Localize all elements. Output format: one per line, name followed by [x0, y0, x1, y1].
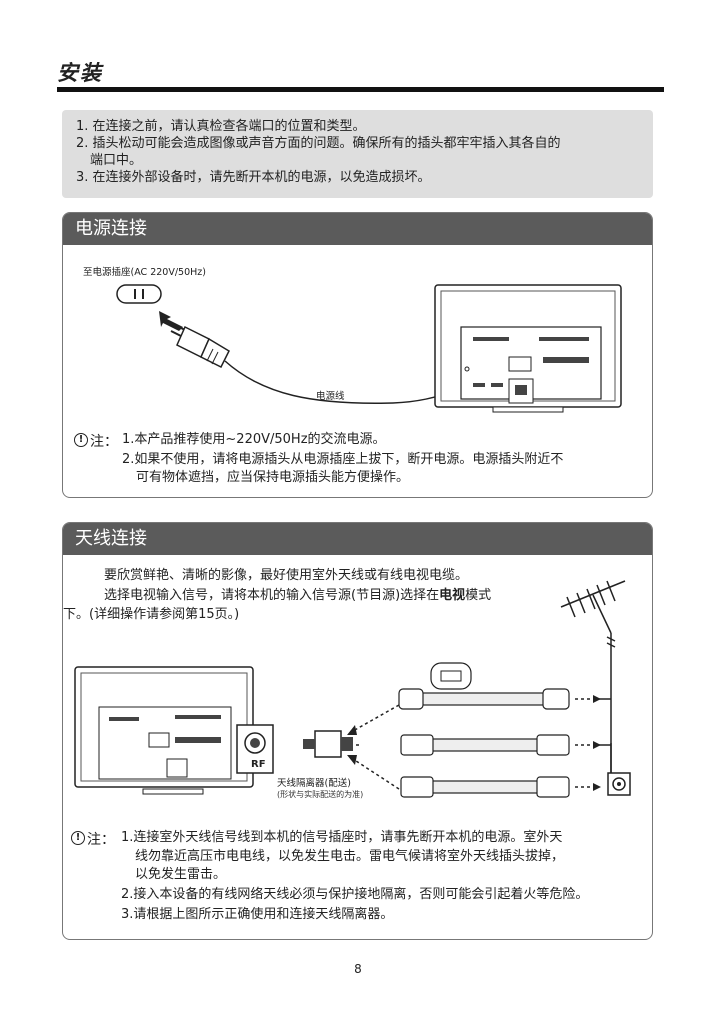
warning-icon: ! [71, 831, 85, 845]
isolator-note: (形状与实际配送的为准) [277, 790, 364, 799]
antenna-intro-3: 下。(详细操作请参阅第15页。) [63, 607, 240, 622]
notice-box: 1. 在连接之前，请认真检查各端口的位置和类型。 2. 插头松动可能会造成图像或… [62, 110, 653, 198]
antenna-cable-coax-1 [400, 734, 570, 756]
power-plug-icon [170, 324, 230, 369]
antenna-connection-section: 天线连接 要欣赏鲜艳、清晰的影像，最好使用室外天线或有线电视电缆。 选择电视输入… [62, 522, 653, 940]
warning-icon: ! [74, 433, 88, 447]
tv-rear-rf-icon [74, 666, 254, 795]
page-title: 安装 [57, 60, 103, 85]
antenna-note-5: 3.请根据上图所示正确使用和连接天线隔离器。 [121, 907, 394, 922]
antenna-intro-1: 要欣赏鲜艳、清晰的影像，最好使用室外天线或有线电视电缆。 [104, 568, 469, 583]
notice-line-3: 端口中。 [90, 153, 143, 168]
adapter-inset-icon [430, 662, 472, 690]
power-section-heading: 电源连接 [63, 213, 652, 245]
rf-label: RF [251, 759, 266, 770]
notice-line-4: 3. 在连接外部设备时，请先断开本机的电源，以免造成损坏。 [76, 170, 431, 185]
antenna-connection-diagram [74, 580, 631, 798]
outlet-label: 至电源插座(AC 220V/50Hz) [83, 267, 206, 278]
antenna-note-label: 注： [87, 832, 115, 848]
antenna-intro-2: 选择电视输入信号，请将本机的输入信号源(节目源)选择在电视模式 [104, 588, 492, 603]
power-connection-section: 电源连接 至电源插座(AC 220V/50Hz) [62, 212, 653, 498]
outdoor-antenna-icon [560, 580, 626, 787]
power-note-3: 可有物体遮挡，应当保持电源插头能方便操作。 [136, 470, 410, 485]
page-number: 8 [354, 962, 362, 976]
power-note-label: 注： [90, 434, 118, 450]
antenna-note-2: 线勿靠近高压市电电线，以免发生电击。雷电气候请将室外天线插头拔掉， [135, 849, 565, 864]
isolator-label: 天线隔离器(配送) [277, 778, 351, 789]
power-cord-label: 电源线 [316, 391, 345, 402]
power-connection-diagram [116, 284, 622, 413]
antenna-cable-flat [398, 688, 570, 710]
tv-rear-icon [434, 284, 622, 413]
wall-antenna-socket-icon [607, 772, 631, 796]
notice-line-1: 1. 在连接之前，请认真检查各端口的位置和类型。 [76, 119, 366, 134]
antenna-note-3: 以免发生雷击。 [135, 867, 227, 882]
wall-outlet-icon [116, 284, 162, 304]
antenna-section-heading: 天线连接 [63, 523, 652, 555]
rf-port-icon [236, 724, 274, 774]
title-rule [57, 87, 664, 92]
antenna-cable-coax-2 [400, 776, 570, 798]
antenna-isolator-icon [303, 730, 353, 758]
power-note-1: 1.本产品推荐使用~220V/50Hz的交流电源。 [122, 432, 386, 447]
notice-line-2: 2. 插头松动可能会造成图像或声音方面的问题。确保所有的插头都牢牢插入其各自的 [76, 136, 561, 151]
antenna-note-1: 1.连接室外天线信号线到本机的信号插座时，请事先断开本机的电源。室外天 [121, 830, 563, 845]
antenna-note-4: 2.接入本设备的有线网络天线必须与保护接地隔离，否则可能会引起着火等危险。 [121, 887, 589, 902]
power-note-2: 2.如果不使用，请将电源插头从电源插座上拔下，断开电源。电源插头附近不 [122, 452, 564, 467]
